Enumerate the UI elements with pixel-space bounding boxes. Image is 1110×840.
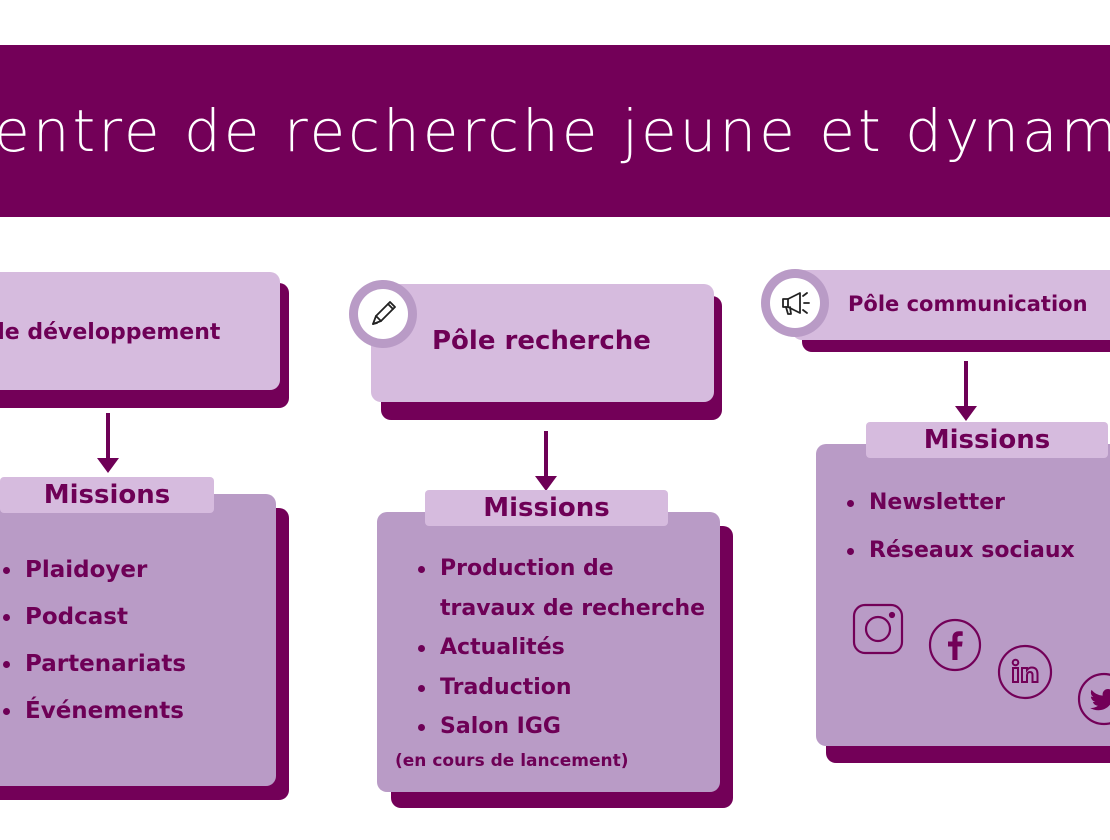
instagram-icon[interactable] (852, 603, 904, 655)
pole-developpement-title: Pôle développement (0, 320, 221, 345)
pole-recherche-header: Pôle recherche (371, 284, 714, 402)
mission-item: Podcast (1, 594, 186, 641)
mission-note: (en cours de lancement) (395, 751, 629, 771)
mission-item: Newsletter (845, 479, 1075, 527)
megaphone-icon (782, 292, 810, 315)
arrow-communication (954, 361, 978, 421)
mission-item: Traduction (416, 668, 705, 708)
mission-item: Actualités (416, 628, 705, 668)
mission-item: Production de (416, 549, 705, 589)
mission-item: Réseaux sociaux (845, 527, 1075, 575)
pole-communication-title: Pôle communication (848, 292, 1088, 316)
pole-recherche-title: Pôle recherche (432, 326, 651, 356)
pole-communication-badge (761, 269, 829, 337)
banner-title: Un centre de recherche jeune et dynamiqu… (0, 97, 1110, 165)
pole-communication-header: Pôle communication (792, 270, 1110, 340)
pole-developpement-header: Pôle développement (0, 272, 280, 390)
missions-communication-list: Newsletter Réseaux sociaux (845, 479, 1075, 575)
pencil-icon (372, 301, 396, 325)
missions-communication-card (816, 444, 1110, 746)
mission-item: Partenariats (1, 641, 186, 688)
linkedin-icon[interactable] (997, 644, 1053, 700)
missions-recherche-label: Missions (425, 490, 668, 526)
mission-item: Plaidoyer (1, 547, 186, 594)
missions-communication-label: Missions (866, 422, 1108, 458)
missions-developpement-label: Missions (0, 477, 214, 513)
missions-developpement-card (0, 494, 276, 786)
facebook-icon[interactable] (928, 618, 982, 672)
mission-item: Événements (1, 688, 186, 735)
mission-item: Salon IGG (416, 707, 705, 747)
twitter-icon[interactable] (1077, 672, 1110, 726)
mission-item-continued: travaux de recherche (440, 595, 706, 621)
title-banner: Un centre de recherche jeune et dynamiqu… (0, 45, 1110, 217)
arrow-developpement (96, 413, 120, 473)
missions-developpement-list: Plaidoyer Podcast Partenariats Événement… (1, 547, 186, 735)
pole-recherche-badge (349, 280, 417, 348)
missions-recherche-list: Production de travaux de recherche Actua… (416, 549, 705, 747)
arrow-recherche (534, 431, 558, 491)
missions-recherche-card (377, 512, 720, 792)
